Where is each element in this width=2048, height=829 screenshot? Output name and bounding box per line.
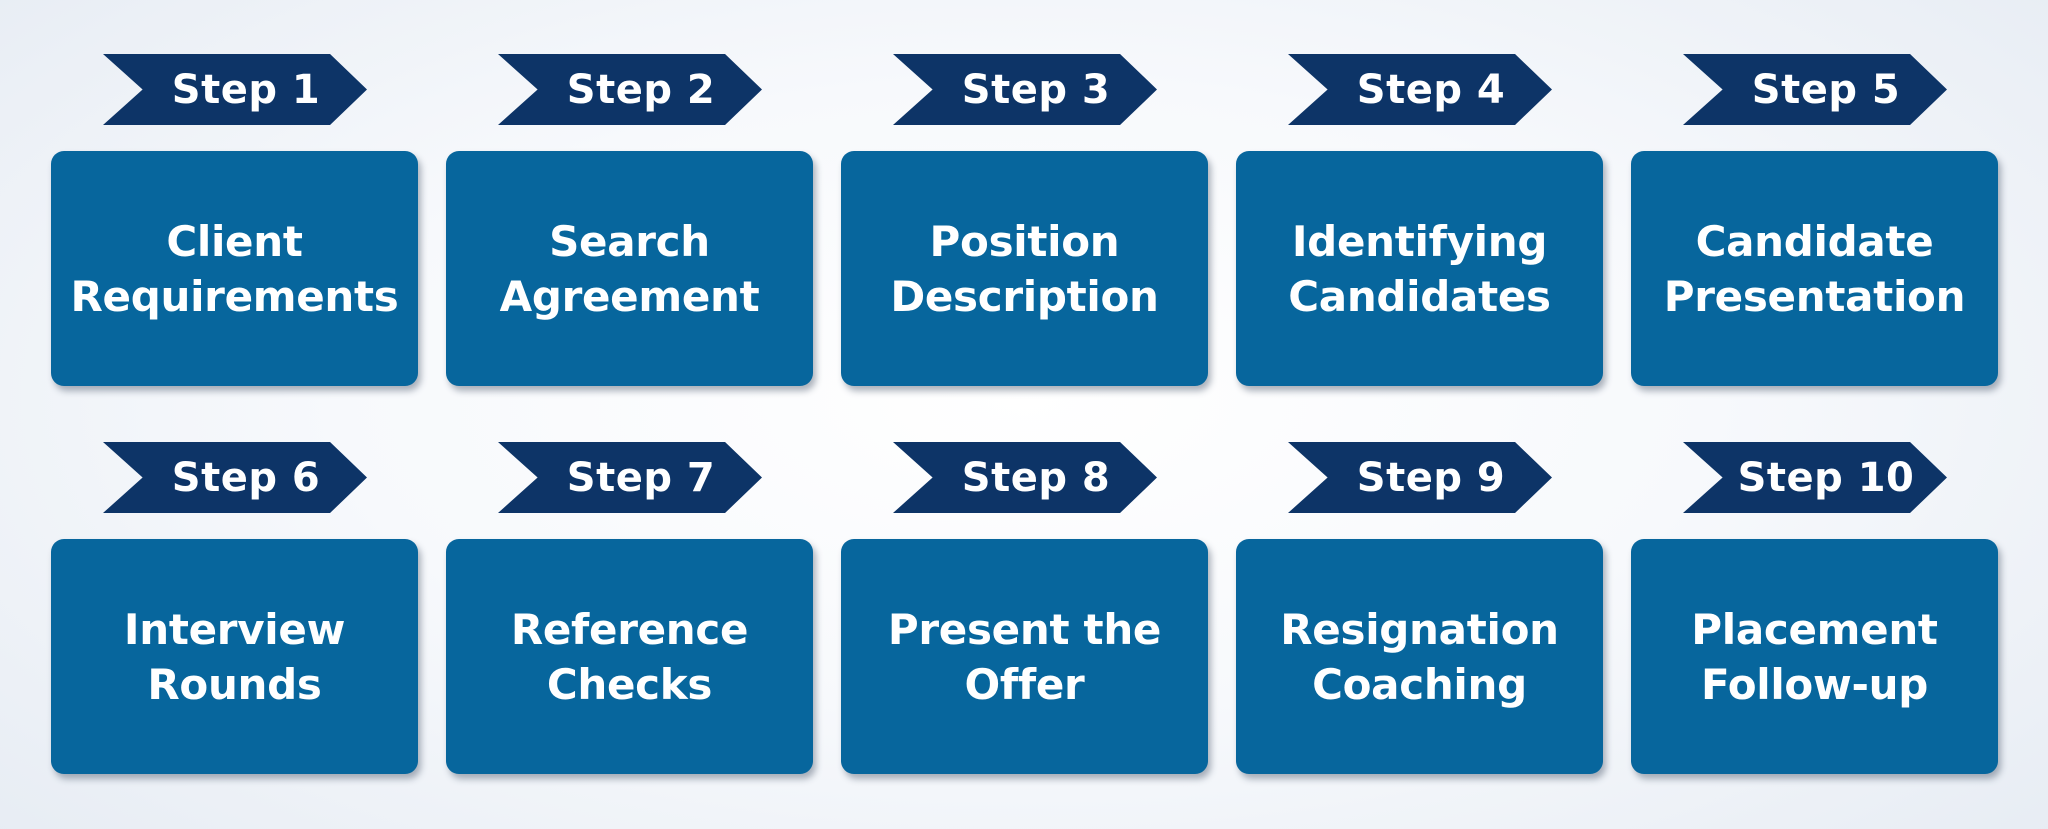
step-8-card: Present the Offer: [841, 539, 1208, 774]
step-9-arrow-tag: Step 9: [1288, 442, 1552, 513]
step-10: Step 10 Placement Follow-up: [1631, 442, 1998, 777]
step-10-label: Step 10: [1737, 454, 1915, 501]
step-6-title: Interview Rounds: [123, 604, 346, 709]
step-9-title: Resignation Coaching: [1280, 604, 1559, 709]
step-3-label: Step 3: [961, 66, 1111, 113]
step-9: Step 9 Resignation Coaching: [1236, 442, 1603, 777]
step-8-label: Step 8: [961, 454, 1111, 501]
step-7-arrow-tag: Step 7: [498, 442, 762, 513]
step-7-title: Reference Checks: [510, 604, 749, 709]
step-3: Step 3 Position Description: [841, 54, 1208, 389]
step-5-title: Candidate Presentation: [1663, 216, 1966, 321]
step-10-title: Placement Follow-up: [1691, 604, 1938, 709]
step-6: Step 6 Interview Rounds: [51, 442, 418, 777]
step-7-label: Step 7: [566, 454, 716, 501]
step-7-card: Reference Checks: [446, 539, 813, 774]
step-5-arrow-tag: Step 5: [1683, 54, 1947, 125]
step-4-arrow-tag: Step 4: [1288, 54, 1552, 125]
step-6-label: Step 6: [171, 454, 321, 501]
step-3-arrow-tag: Step 3: [893, 54, 1157, 125]
step-1: Step 1 Client Requirements: [51, 54, 418, 389]
step-1-arrow-tag: Step 1: [103, 54, 367, 125]
step-8-title: Present the Offer: [887, 604, 1162, 709]
step-8-arrow-tag: Step 8: [893, 442, 1157, 513]
step-2-label: Step 2: [566, 66, 716, 113]
step-4-title: Identifying Candidates: [1288, 216, 1551, 321]
step-1-title: Client Requirements: [70, 216, 399, 321]
step-6-arrow-tag: Step 6: [103, 442, 367, 513]
step-1-label: Step 1: [171, 66, 321, 113]
step-2: Step 2 Search Agreement: [446, 54, 813, 389]
step-8: Step 8 Present the Offer: [841, 442, 1208, 777]
step-5-card: Candidate Presentation: [1631, 151, 1998, 386]
step-2-title: Search Agreement: [499, 216, 760, 321]
step-2-arrow-tag: Step 2: [498, 54, 762, 125]
step-10-arrow-tag: Step 10: [1683, 442, 1947, 513]
step-2-card: Search Agreement: [446, 151, 813, 386]
step-5: Step 5 Candidate Presentation: [1631, 54, 1998, 389]
step-3-title: Position Description: [890, 216, 1159, 321]
step-4: Step 4 Identifying Candidates: [1236, 54, 1603, 389]
step-9-card: Resignation Coaching: [1236, 539, 1603, 774]
process-steps-grid: Step 1 Client Requirements Step 2 Search…: [51, 54, 1998, 774]
step-4-card: Identifying Candidates: [1236, 151, 1603, 386]
step-3-card: Position Description: [841, 151, 1208, 386]
step-1-card: Client Requirements: [51, 151, 418, 386]
step-10-card: Placement Follow-up: [1631, 539, 1998, 774]
step-5-label: Step 5: [1751, 66, 1901, 113]
step-4-label: Step 4: [1356, 66, 1506, 113]
step-6-card: Interview Rounds: [51, 539, 418, 774]
step-7: Step 7 Reference Checks: [446, 442, 813, 777]
step-9-label: Step 9: [1356, 454, 1506, 501]
